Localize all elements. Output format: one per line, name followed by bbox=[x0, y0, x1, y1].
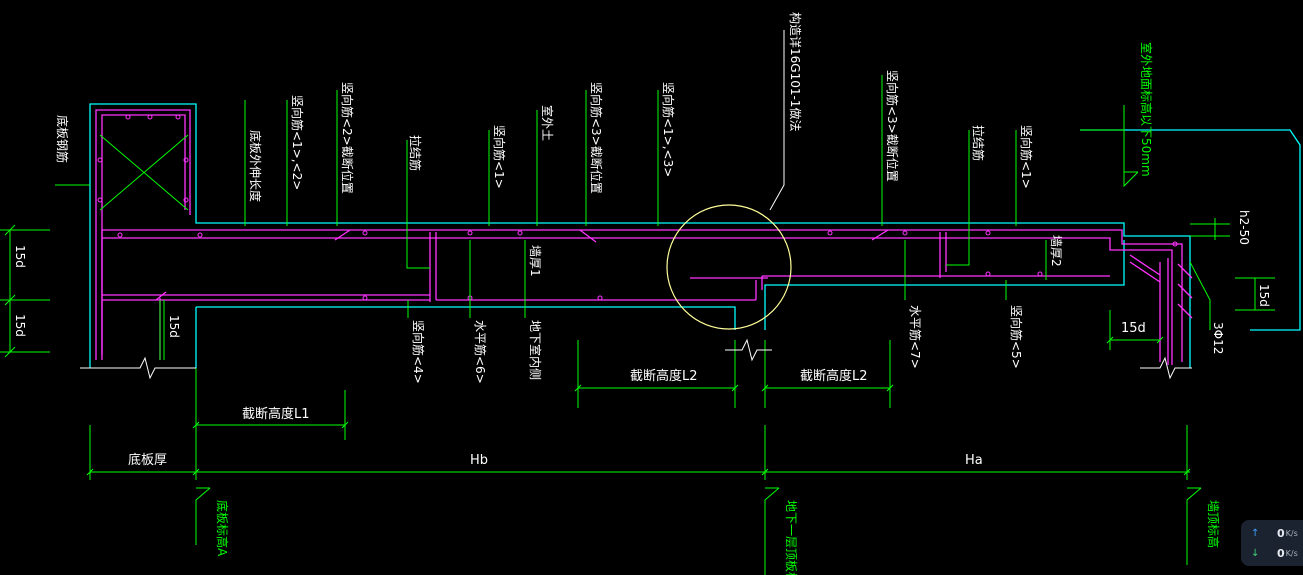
label-basement-inside: 地下室内侧 bbox=[528, 320, 543, 380]
column-cross bbox=[99, 134, 189, 211]
network-speed-widget[interactable]: ↑ 0 K/s ↓ 0 K/s bbox=[1241, 520, 1303, 566]
label-vert-rebar-3-cut-mid: 竖向筋<3>截断位置 bbox=[589, 82, 604, 194]
label-outdoor-soil: 室外土 bbox=[540, 105, 555, 141]
label-vert-rebar-5: 竖向筋<5> bbox=[1009, 305, 1024, 369]
break-symbols bbox=[80, 338, 1192, 380]
label-slab-thickness: 底板厚 bbox=[128, 452, 167, 468]
upload-speed-value: 0 bbox=[1277, 526, 1285, 540]
upload-speed-row: ↑ 0 K/s bbox=[1251, 524, 1303, 542]
upload-speed-unit: K/s bbox=[1285, 528, 1298, 538]
download-speed-value: 0 bbox=[1277, 546, 1285, 560]
label-tie-rebar-right: 拉结筋 bbox=[971, 125, 986, 161]
label-vert-rebar-2-cut: 竖向筋<2>截断位置 bbox=[340, 82, 355, 194]
label-hb: Hb bbox=[470, 453, 488, 468]
label-15d-left-bottom: 15d bbox=[13, 314, 27, 337]
download-speed-row: ↓ 0 K/s bbox=[1251, 544, 1303, 562]
label-bottom-slab-rebar: 底板钢筋 bbox=[55, 115, 70, 163]
label-horiz-rebar-6: 水平筋<6> bbox=[473, 320, 488, 384]
label-h2-50: h2-50 bbox=[1237, 210, 1251, 245]
label-cut-height-l2-right: 截断高度L2 bbox=[800, 368, 868, 384]
callout-leader bbox=[769, 30, 785, 211]
label-elev-floor-1: 地下一层顶板标高 bbox=[784, 500, 799, 575]
label-cut-height-l1: 截断高度L1 bbox=[242, 406, 310, 422]
label-callout-ref: 构造详16G101-1做法 bbox=[788, 12, 803, 131]
upload-arrow-icon: ↑ bbox=[1251, 527, 1260, 539]
label-15d-inner: 15d bbox=[167, 315, 181, 338]
label-cut-height-l2-left: 截断高度L2 bbox=[630, 368, 698, 384]
label-vert-rebar-3-cut-right: 竖向筋<3>截断位置 bbox=[885, 70, 900, 182]
label-vert-rebar-1-left: 竖向筋<1> bbox=[492, 125, 507, 189]
label-wall-thickness-2: 墙厚2 bbox=[1049, 235, 1063, 267]
label-15d-left-top: 15d bbox=[13, 245, 27, 268]
label-outdoor-ground-elev: 室外地面标高以下50mm bbox=[1139, 42, 1154, 177]
label-ha: Ha bbox=[965, 453, 983, 468]
label-horiz-rebar-7: 水平筋<7> bbox=[908, 305, 923, 369]
label-vert-rebar-1-3: 竖向筋<1>,<3> bbox=[661, 82, 676, 177]
detail-callout-circle[interactable] bbox=[666, 204, 792, 330]
label-tie-rebar-left: 拉结筋 bbox=[408, 135, 423, 171]
rebar-lines bbox=[95, 109, 1193, 365]
label-wall-thickness-1: 墙厚1 bbox=[528, 245, 542, 277]
download-speed-unit: K/s bbox=[1285, 548, 1298, 558]
label-elev-wall-top: 墙顶标高 bbox=[1206, 500, 1221, 548]
download-arrow-icon: ↓ bbox=[1251, 547, 1260, 559]
annotation-lines bbox=[0, 75, 1275, 575]
label-vert-rebar-1-right: 竖向筋<1> bbox=[1019, 125, 1034, 189]
wall-outline bbox=[89, 103, 1301, 368]
label-15d-right: 15d bbox=[1257, 284, 1271, 307]
label-elev-slab-bottom: 底板标高A bbox=[215, 500, 230, 557]
label-15d-right-bottom: 15d bbox=[1121, 321, 1146, 336]
label-bottom-slab-extend: 底板外伸长度 bbox=[248, 130, 263, 202]
label-vert-rebar-1-2: 竖向筋<1>,<2> bbox=[290, 95, 305, 190]
label-vert-rebar-4: 竖向筋<4> bbox=[411, 320, 426, 384]
label-three-phi12: 3Φ12 bbox=[1211, 322, 1225, 354]
